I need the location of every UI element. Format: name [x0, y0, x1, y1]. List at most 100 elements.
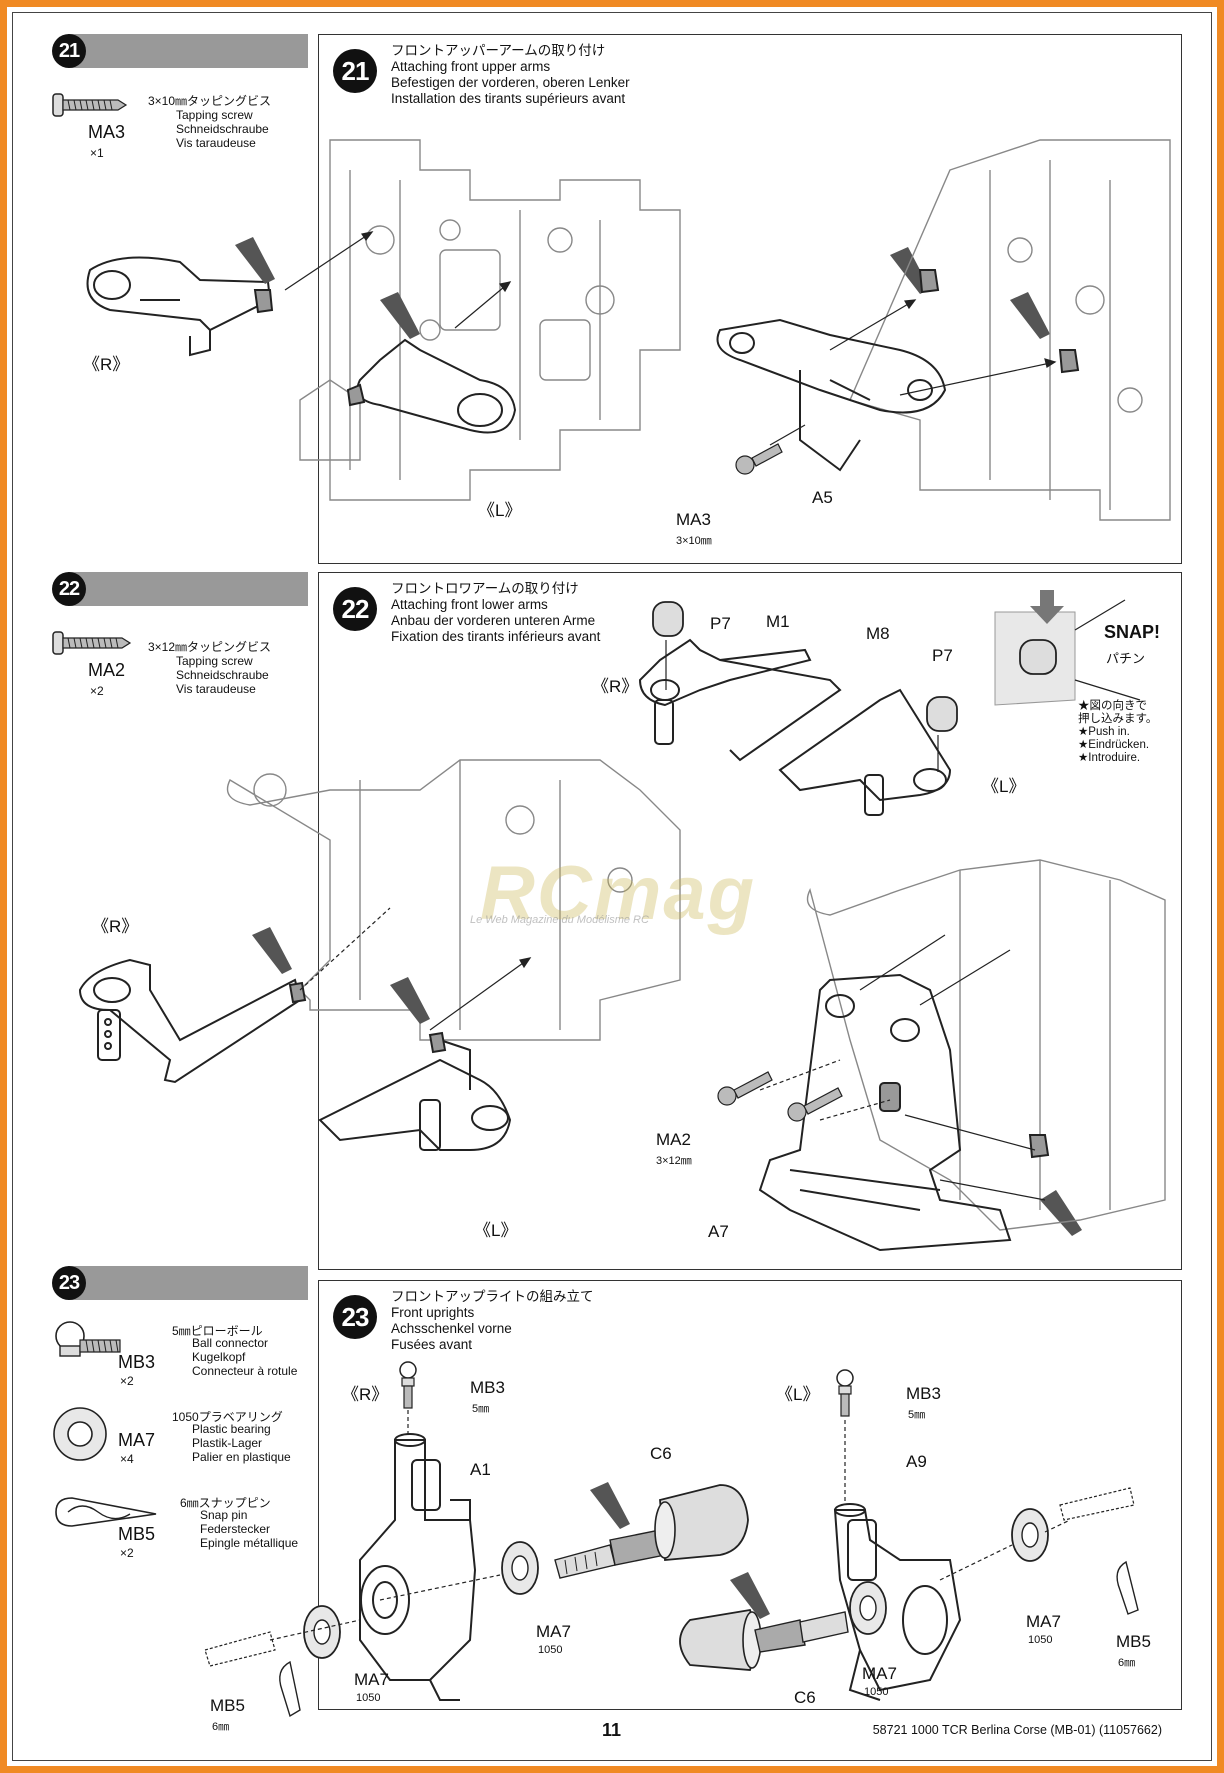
step-23-header: 23: [52, 1266, 308, 1300]
label-ma7-lb-size: 1050: [864, 1686, 889, 1698]
plastic-bearing-icon: [53, 1407, 107, 1461]
label-mb3-r: MB3: [470, 1378, 505, 1397]
step-23-parts-strip: 23 MB3 ×2 5㎜ピローボール Ball connector Kugelk…: [52, 1266, 308, 1560]
part-name-de: Plastik-Lager: [192, 1436, 263, 1450]
part-name-ja: 3×12㎜タッピングビス: [148, 640, 272, 654]
label-a1: A1: [470, 1460, 491, 1479]
label-ma7-mid: MA7: [536, 1622, 571, 1641]
part-name-fr: Palier en plastique: [192, 1450, 291, 1464]
part-ma7: MA7 ×4 1050プラベアリング Plastic bearing Plast…: [52, 1404, 308, 1484]
step-21-title: フロントアッパーアームの取り付け Attaching front upper a…: [391, 43, 630, 107]
snap-pin-icon: [55, 1497, 157, 1527]
part-name-translations: Tapping screw Schneidschraube Vis taraud…: [176, 108, 269, 150]
step-23-badge: 23: [52, 1266, 86, 1300]
label-ma7-mid-size: 1050: [538, 1644, 563, 1656]
label-l-top: 《L》: [982, 777, 1026, 796]
label-r: 《R》: [342, 1385, 389, 1404]
label-ma7-bl-size: 1050: [356, 1692, 381, 1704]
label-l: 《L》: [478, 501, 522, 520]
part-name-de: Schneidschraube: [176, 668, 269, 682]
title-en: Attaching front lower arms: [391, 597, 548, 612]
title-fr: Fixation des tirants inférieurs avant: [391, 629, 601, 644]
label-a9: A9: [906, 1452, 927, 1471]
label-p7: P7: [710, 614, 731, 633]
part-name-en: Tapping screw: [176, 654, 253, 668]
label-l: 《L》: [474, 1221, 518, 1240]
part-name-ja: 1050プラベアリング: [172, 1410, 283, 1424]
part-code: MA3: [88, 122, 126, 142]
part-name-en: Snap pin: [200, 1508, 248, 1522]
label-l: 《L》: [776, 1385, 820, 1404]
part-name-de: Federstecker: [200, 1522, 271, 1536]
title-en: Attaching front upper arms: [391, 59, 551, 74]
label-ma7-r-size: 1050: [1028, 1634, 1053, 1646]
header-bar: [68, 572, 308, 606]
part-name-en: Ball connector: [192, 1336, 269, 1350]
label-c6-bottom: C6: [794, 1688, 816, 1707]
page-number: 11: [602, 1720, 622, 1740]
label-mb5-r-size: 6㎜: [1118, 1657, 1136, 1669]
title-ja: フロントアッパーアームの取り付け: [391, 43, 606, 58]
snap-label: SNAP!: [1104, 622, 1161, 642]
title-de: Anbau der vorderen unteren Arme: [391, 613, 596, 628]
step-23-panel-badge: 23: [333, 1295, 377, 1339]
part-name-translations: Ball connector Kugelkopf Connecteur à ro…: [192, 1336, 297, 1378]
label-mb5-bl: MB5: [210, 1696, 245, 1715]
label-ma2: MA2: [656, 1130, 691, 1149]
part-name-fr: Vis taraudeuse: [176, 682, 256, 696]
label-r-top: 《R》: [592, 677, 639, 696]
title-de: Achsschenkel vorne: [391, 1321, 512, 1336]
step-21-parts-strip: 21 MA3 ×1 3×10㎜タッピングビス Tapping screw Sch…: [52, 34, 308, 160]
label-p7-b: P7: [932, 646, 953, 665]
part-name-ja: 5㎜ピローボール: [172, 1324, 263, 1338]
label-m8: M8: [866, 624, 890, 643]
part-name-ja: 6㎜スナップピン: [180, 1496, 271, 1510]
watermark-logo: RCmag: [480, 851, 757, 936]
snap-label-ja: パチン: [1106, 651, 1146, 666]
tapping-screw-icon: [52, 93, 128, 117]
part-qty: ×2: [120, 1546, 134, 1560]
ball-connector-icon: [55, 1321, 121, 1357]
part-code: MA7: [118, 1430, 156, 1450]
label-mb3-r-size: 5㎜: [472, 1403, 490, 1415]
header-bar: [68, 1266, 308, 1300]
watermark-tagline: Le Web Magazine du Modélisme RC: [470, 914, 649, 926]
step-22-badge: 22: [52, 572, 86, 606]
page-border: [12, 12, 1212, 1761]
part-ma3: MA3 ×1 3×10㎜タッピングビス Tapping screw Schnei…: [52, 86, 308, 196]
part-name-en: Tapping screw: [176, 108, 253, 122]
title-ja: フロントアップライトの組み立て: [391, 1289, 594, 1304]
label-ma7-bl: MA7: [354, 1670, 389, 1689]
label-ma7-r: MA7: [1026, 1612, 1061, 1631]
step-22-title: フロントロワアームの取り付け Attaching front lower arm…: [391, 581, 600, 645]
label-mb3-l: MB3: [906, 1384, 941, 1403]
part-code: MA2: [88, 660, 126, 680]
step-21-panel: 21 フロントアッパーアームの取り付け Attaching front uppe…: [318, 34, 1182, 564]
part-mb5: MB5 ×2 6㎜スナップピン Snap pin Federstecker Ep…: [52, 1490, 308, 1570]
tapping-screw-icon: [52, 631, 132, 655]
part-name-fr: Connecteur à rotule: [192, 1364, 298, 1378]
label-ma3-size: 3×10㎜: [676, 535, 712, 547]
note-line: ★図の向きで: [1078, 700, 1147, 712]
part-qty: ×4: [120, 1452, 134, 1466]
part-name-de: Kugelkopf: [192, 1350, 246, 1364]
title-en: Front uprights: [391, 1305, 475, 1320]
note-line: 押し込みます。: [1078, 713, 1158, 725]
step-22-panel-badge: 22: [333, 587, 377, 631]
part-qty: ×2: [90, 684, 104, 698]
part-code: MB5: [118, 1524, 156, 1544]
part-code: MB3: [118, 1352, 156, 1372]
label-r: 《R》: [83, 355, 130, 374]
part-qty: ×2: [120, 1374, 134, 1388]
label-m1: M1: [766, 612, 790, 631]
part-ma2: MA2 ×2 3×12㎜タッピングビス Tapping screw Schnei…: [52, 624, 308, 734]
note-line: ★Push in.: [1078, 726, 1130, 738]
title-ja: フロントロワアームの取り付け: [391, 581, 579, 596]
title-de: Befestigen der vorderen, oberen Lenker: [391, 75, 630, 90]
label-mb3-l-size: 5㎜: [908, 1409, 926, 1421]
part-name-fr: Vis taraudeuse: [176, 136, 256, 150]
label-ma2-size: 3×12㎜: [656, 1155, 692, 1167]
header-bar: [68, 34, 308, 68]
part-name-translations: Plastic bearing Plastik-Lager Palier en …: [192, 1422, 291, 1464]
label-ma3: MA3: [676, 510, 711, 529]
